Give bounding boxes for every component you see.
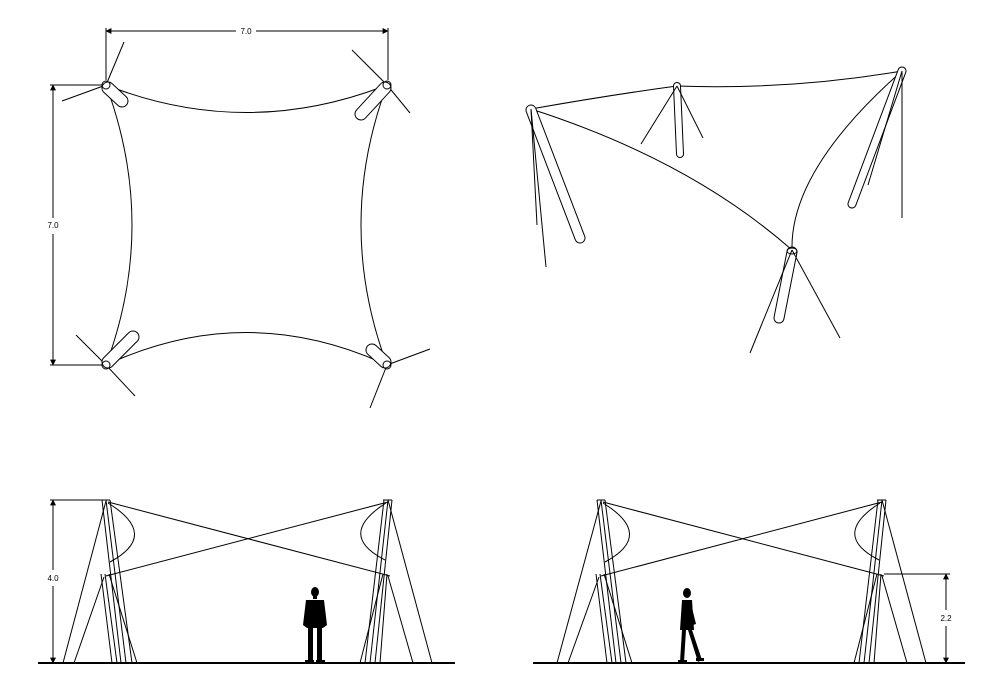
- front-height-label: 4.0: [47, 574, 59, 583]
- plan-width-dimension: 7.0: [105, 27, 389, 80]
- plan-membrane-edge-top: [105, 84, 388, 113]
- plan-depth-label: 7.0: [47, 221, 59, 230]
- plan-mast-bottom-left: [75, 330, 140, 397]
- side-height-label: 2.2: [940, 614, 952, 623]
- plan-view: 7.0 7.0: [47, 27, 431, 409]
- plan-width-label: 7.0: [240, 27, 252, 36]
- front-person-figure: [303, 587, 327, 663]
- front-height-dimension: 4.0: [47, 499, 108, 664]
- front-cable-1: [107, 501, 391, 577]
- front-mast-left: [62, 499, 138, 664]
- front-elevation: 4.0: [38, 499, 455, 664]
- side-cable-1: [602, 501, 885, 577]
- plan-depth-dimension: 7.0: [47, 84, 102, 366]
- persp-mast-right: [847, 66, 907, 218]
- side-height-dimension: 2.2: [884, 573, 952, 664]
- side-mast-left: [556, 499, 633, 664]
- front-mast-right: [359, 499, 433, 664]
- persp-mast-middle: [640, 82, 704, 158]
- side-elevation: 2.2: [533, 499, 965, 664]
- plan-membrane-edge-left: [105, 84, 133, 366]
- persp-mast-left: [525, 104, 586, 268]
- persp-membrane-edge-4: [791, 70, 903, 251]
- persp-mast-front: [749, 246, 841, 354]
- perspective-view: [525, 66, 907, 354]
- front-cable-2: [105, 501, 389, 577]
- persp-membrane-edge-2: [676, 70, 903, 88]
- persp-membrane-edge-1: [530, 85, 678, 110]
- plan-membrane-edge-right: [360, 84, 388, 366]
- persp-membrane-edge-3: [530, 108, 793, 251]
- side-cable-2: [600, 501, 883, 577]
- side-person-figure: [678, 588, 704, 663]
- plan-mast-bottom-right: [365, 343, 431, 409]
- side-mast-right: [853, 499, 927, 664]
- plan-membrane-edge-bottom: [105, 332, 388, 366]
- plan-mast-top-right: [351, 49, 411, 121]
- plan-mast-top-left: [61, 41, 129, 108]
